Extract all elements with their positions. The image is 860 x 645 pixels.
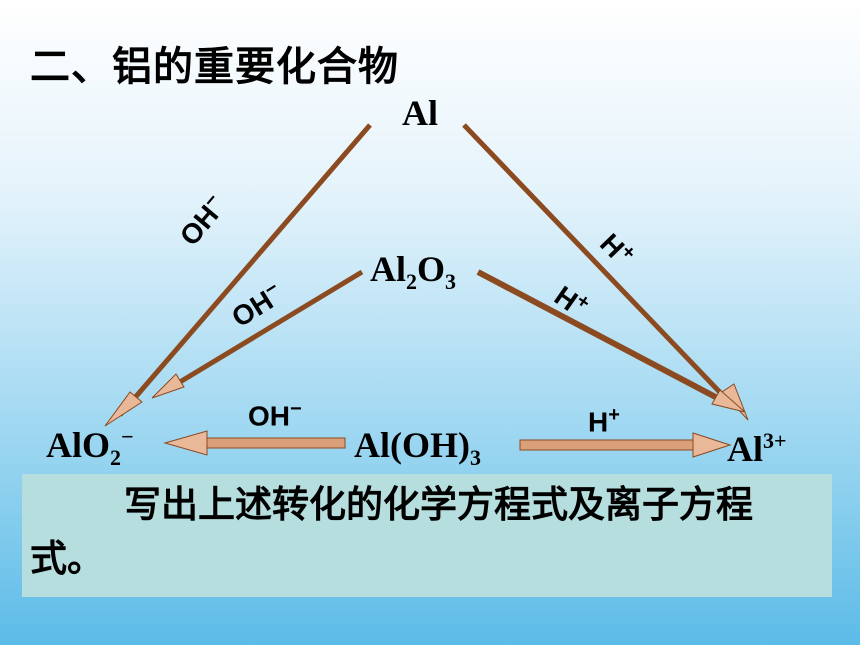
species-al: Al <box>402 93 438 133</box>
arrow-al2o3-to-al3 <box>476 269 746 413</box>
arrow-al2o3-to-alo2 <box>151 269 364 399</box>
page-title: 二、铝的重要化合物 <box>30 44 399 90</box>
arrow-aloh3-to-alo2 <box>163 430 346 456</box>
species-al3plus: Al3+ <box>727 428 787 469</box>
arrow-al-to-alo2 <box>104 123 372 427</box>
arrow-aloh3-to-al3 <box>519 432 732 458</box>
task-box <box>22 474 832 597</box>
species-alo2: AlO2− <box>46 424 134 471</box>
reagent-h-bottom: H+ <box>588 404 620 438</box>
reagent-oh-bottom: OH− <box>248 398 302 432</box>
task-text: 写出上述转化的化学方程式及离子方程式。 <box>30 483 753 580</box>
species-al2o3: Al2O3 <box>370 249 457 295</box>
species-aloh3: Al(OH)3 <box>354 425 481 471</box>
arrow-al-to-al3 <box>462 123 749 421</box>
